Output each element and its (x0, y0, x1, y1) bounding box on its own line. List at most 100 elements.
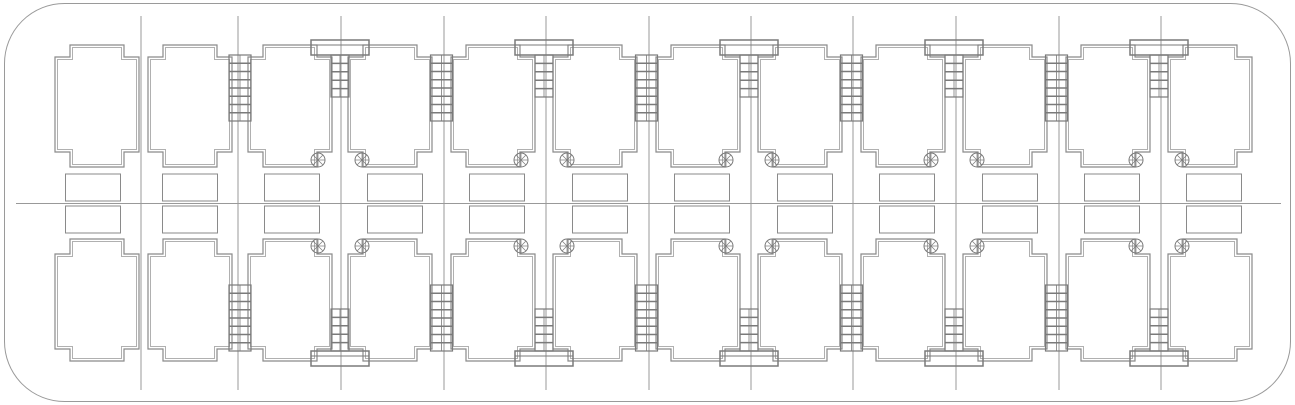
spiral-stair-step (1181, 240, 1188, 247)
unit-inner-wall (350, 47, 430, 165)
spiral-stair-step (1135, 154, 1142, 161)
spiral-stair-step (976, 159, 983, 166)
unit-inner-wall (150, 47, 230, 165)
unit-inner-wall (150, 241, 230, 359)
parking-space-bottom (162, 205, 218, 234)
spiral-stair-step (317, 245, 324, 252)
spiral-stair-step (771, 240, 778, 247)
balcony-landing (514, 39, 574, 56)
spiral-staircase-icon (513, 152, 529, 168)
parking-space-top (879, 173, 935, 202)
spiral-stair-step (361, 245, 368, 252)
housing-unit-top (450, 44, 536, 168)
shared-staircase (944, 308, 964, 352)
spiral-stair-step (930, 240, 937, 247)
balcony-landing (924, 39, 984, 56)
unit-outer-wall (347, 44, 433, 168)
external-staircase (429, 54, 454, 122)
spiral-stair-step (312, 245, 319, 252)
spiral-staircase-icon (354, 152, 370, 168)
spiral-stair-step (1176, 240, 1183, 247)
spiral-staircase-icon (513, 238, 529, 254)
unit-inner-wall (1068, 47, 1148, 165)
housing-unit-bottom (962, 238, 1048, 362)
parking-space-bottom (264, 205, 320, 234)
parking-space-bottom (982, 205, 1038, 234)
spiral-stair-step (766, 154, 773, 161)
spiral-stair-step (925, 154, 932, 161)
spiral-stair-step (312, 240, 319, 247)
spiral-stair-step (925, 245, 932, 252)
housing-unit-top (655, 44, 741, 168)
unit-outer-wall (655, 238, 741, 362)
unit-inner-wall (658, 47, 738, 165)
spiral-stair-step (520, 159, 527, 166)
spiral-stair-step (1176, 159, 1183, 166)
housing-unit-top (1065, 44, 1151, 168)
spiral-stair-step (561, 245, 568, 252)
external-staircase (1044, 284, 1069, 352)
spiral-stair-step (720, 240, 727, 247)
unit-inner-wall (57, 47, 137, 165)
balcony-landing (1129, 350, 1189, 367)
housing-unit-top (1167, 44, 1253, 168)
unit-outer-wall (757, 238, 843, 362)
spiral-stair-step (566, 159, 573, 166)
unit-outer-wall (962, 238, 1048, 362)
spiral-stair-step (1130, 240, 1137, 247)
spiral-stair-step (1176, 154, 1183, 161)
unit-outer-wall (860, 238, 946, 362)
spiral-staircase-icon (354, 238, 370, 254)
spiral-stair-step (561, 159, 568, 166)
parking-space-bottom (674, 205, 730, 234)
spiral-stair-step (925, 240, 932, 247)
spiral-stair-step (361, 240, 368, 247)
spiral-staircase-icon (1128, 238, 1144, 254)
unit-inner-wall (760, 241, 840, 359)
spiral-stair-step (515, 159, 522, 166)
housing-unit-bottom (347, 238, 433, 362)
shared-staircase (1149, 54, 1169, 98)
spiral-stair-step (356, 245, 363, 252)
spiral-stair-step (515, 154, 522, 161)
spiral-stair-step (771, 154, 778, 161)
spiral-staircase-icon (718, 238, 734, 254)
unit-inner-wall (555, 47, 635, 165)
housing-unit-top (147, 44, 233, 168)
shared-staircase (330, 308, 350, 352)
housing-unit-bottom (247, 238, 333, 362)
housing-unit-bottom (860, 238, 946, 362)
spiral-staircase-icon (764, 238, 780, 254)
external-staircase (839, 284, 864, 352)
spiral-stair-step (930, 154, 937, 161)
spiral-staircase-icon (969, 152, 985, 168)
spiral-staircase-icon (764, 152, 780, 168)
parking-space-top (162, 173, 218, 202)
spiral-stair-step (725, 240, 732, 247)
spiral-stair-step (561, 240, 568, 247)
parking-space-top (982, 173, 1038, 202)
parking-space-bottom (1186, 205, 1242, 234)
external-staircase (429, 284, 454, 352)
spiral-stair-step (976, 245, 983, 252)
parking-space-top (367, 173, 423, 202)
unit-inner-wall (453, 47, 533, 165)
spiral-stair-step (766, 159, 773, 166)
spiral-stair-step (925, 159, 932, 166)
housing-unit-top (54, 44, 140, 168)
spiral-stair-step (976, 154, 983, 161)
unit-outer-wall (450, 238, 536, 362)
unit-outer-wall (54, 238, 140, 362)
external-staircase (228, 284, 252, 352)
housing-unit-bottom (147, 238, 233, 362)
housing-unit-top (247, 44, 333, 168)
spiral-stair-step (356, 159, 363, 166)
balcony-landing (310, 350, 370, 367)
unit-outer-wall (147, 44, 233, 168)
spiral-stair-step (317, 240, 324, 247)
balcony-landing (1129, 39, 1189, 56)
spiral-staircase-icon (923, 152, 939, 168)
unit-inner-wall (250, 47, 330, 165)
unit-outer-wall (655, 44, 741, 168)
